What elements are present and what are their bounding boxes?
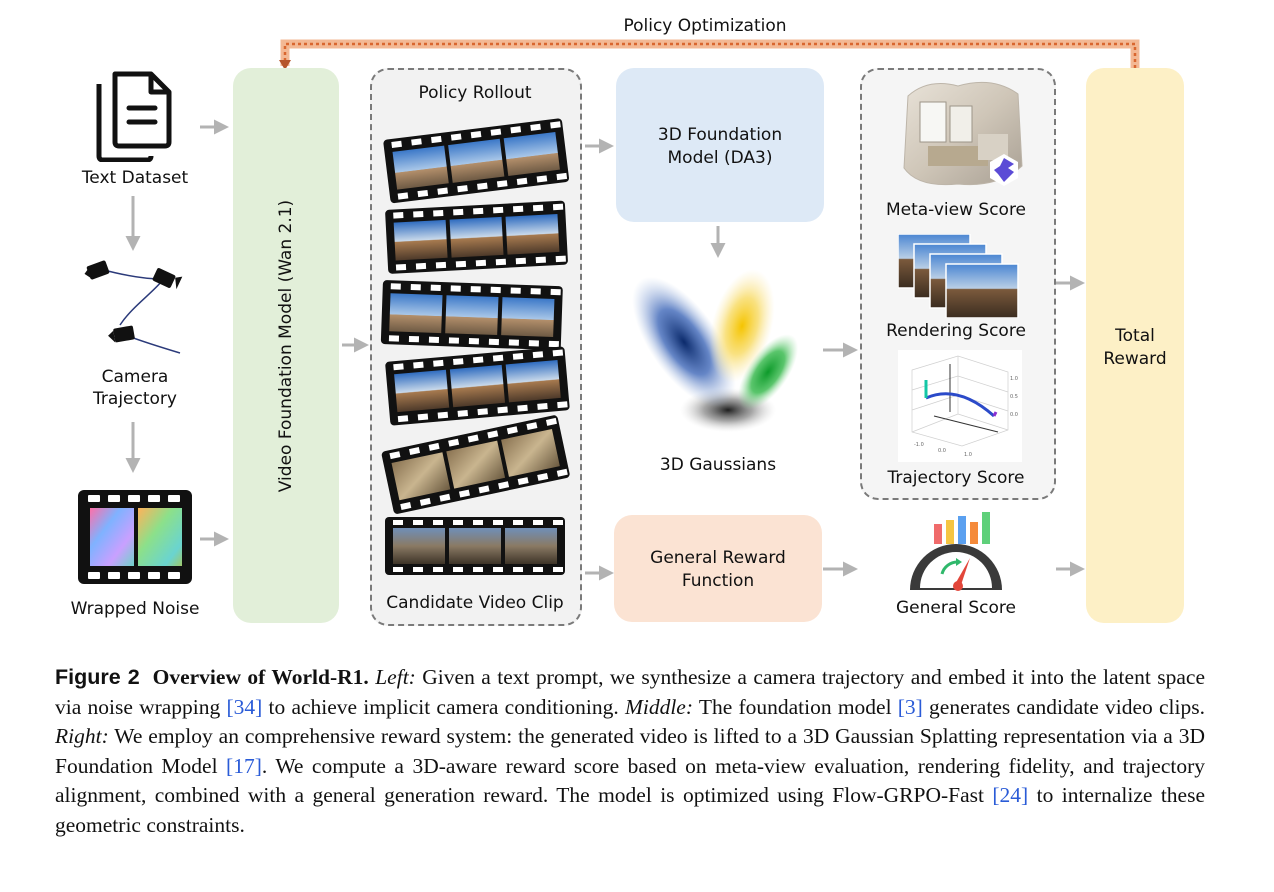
general-reward-function-box	[614, 515, 822, 622]
video-clip-3	[380, 280, 563, 351]
general-reward-function-label: General Reward Function	[650, 548, 786, 591]
citation-24[interactable]: [24]	[992, 783, 1029, 807]
wrapped-noise-label: Wrapped Noise	[70, 599, 200, 619]
video-clip-4	[385, 346, 570, 426]
camera-icon	[84, 260, 183, 343]
caption-text-6: . We compute a 3D-aware reward score bas…	[55, 753, 1205, 808]
video-clip-1	[383, 118, 570, 204]
trajectory-plot-icon: 1.0 0.5 0.0 -1.0 0.0 1.0	[898, 350, 1022, 462]
video-foundation-model-label: Video Foundation Model (Wan 2.1)	[276, 199, 296, 493]
svg-text:-1.0: -1.0	[914, 442, 924, 448]
svg-text:0.5: 0.5	[1010, 394, 1018, 400]
rendering-score-label: Rendering Score	[886, 321, 1026, 341]
trajectory-score-label: Trajectory Score	[887, 468, 1025, 488]
policy-optimization-label: Policy Optimization	[623, 16, 787, 36]
general-score-label: General Score	[895, 598, 1016, 618]
figure-label: Figure 2	[55, 665, 140, 689]
bar-chart-icon	[934, 512, 990, 544]
video-clip-6	[385, 517, 565, 575]
camera-trajectory-icon	[84, 260, 183, 354]
caption-text-3: The foundation model	[693, 694, 898, 719]
figure-caption: Figure 2 Overview of World-R1. Left: Giv…	[55, 663, 1205, 840]
citation-17[interactable]: [17]	[226, 753, 262, 778]
rendering-stack-icon	[898, 234, 1019, 318]
video-clips	[380, 118, 570, 575]
svg-text:0.0: 0.0	[1010, 412, 1018, 418]
gauge-icon	[910, 512, 1002, 591]
video-clip-5	[381, 415, 570, 514]
caption-text-7: to internalize these geometric constrain…	[55, 783, 1206, 837]
caption-middle-label: Middle:	[624, 694, 693, 719]
camera-trajectory-label: Camera Trajectory	[93, 367, 177, 409]
caption-text-4: generates candidate video clips.	[922, 694, 1205, 719]
document-icon	[96, 71, 172, 162]
caption-text-5: We employ an comprehensive reward system…	[55, 724, 1205, 778]
caption-right-label: Right:	[55, 724, 109, 748]
svg-text:1.0: 1.0	[964, 452, 972, 458]
video-foundation-model-box	[233, 68, 339, 623]
gaussians-3d-label: 3D Gaussians	[659, 455, 777, 475]
svg-text:1.0: 1.0	[1010, 376, 1018, 382]
candidate-video-clip-label: Candidate Video Clip	[386, 593, 564, 613]
caption-left-label: Left:	[375, 665, 416, 689]
video-clip-2	[385, 200, 568, 274]
caption-text-1: Given a text prompt, we synthesize a cam…	[55, 665, 1205, 719]
total-reward-box	[1086, 68, 1184, 623]
meta-view-score-label: Meta-view Score	[885, 200, 1027, 220]
foundation-3d-label: 3D Foundation Model (DA3)	[657, 125, 783, 168]
policy-rollout-label: Policy Rollout	[418, 83, 532, 103]
citation-3[interactable]: [3]	[897, 694, 923, 719]
svg-text:0.0: 0.0	[938, 448, 946, 454]
gaussian-blob-icon	[632, 269, 799, 432]
citation-34[interactable]: [34]	[226, 694, 263, 719]
caption-text-2: to achieve implicit camera conditioning.	[262, 694, 625, 719]
total-reward-label: Total Reward	[1103, 326, 1167, 369]
text-dataset-label: Text Dataset	[81, 168, 189, 188]
film-strip-icon	[78, 490, 192, 584]
logo-icon	[990, 154, 1018, 186]
caption-title: Overview of World-R1.	[152, 665, 369, 689]
foundation-3d-box	[616, 68, 824, 222]
room-render-icon	[903, 81, 1023, 186]
